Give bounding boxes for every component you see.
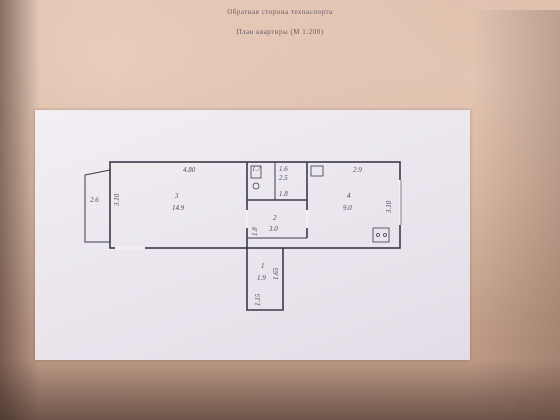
shadow-left: [0, 0, 40, 420]
balcony-outline: [84, 169, 111, 243]
corridor-area: 1.9: [257, 274, 266, 282]
hall-number: 2: [273, 214, 277, 222]
dim-room1-left: 3.10: [113, 193, 121, 207]
stove-fixture: [372, 227, 390, 243]
dim-hall-left: 1.8: [251, 227, 259, 236]
header-subtitle: План квартиры (М 1:200): [236, 28, 324, 36]
corridor-number: 1: [261, 262, 265, 270]
header-title: Обратная сторона техпаспорта: [227, 8, 333, 16]
room2-number: 4: [347, 192, 351, 200]
wc-area: 1.8: [279, 190, 288, 198]
room1-number: 3: [174, 192, 179, 200]
shadow-bottom: [0, 360, 560, 420]
dim-room2-top: 2.9: [353, 166, 362, 174]
plan-walls: [84, 161, 401, 311]
room2-area: 9.0: [343, 204, 352, 212]
corridor-outline: [246, 248, 284, 311]
dim-corridor-bottom: 1.15: [254, 293, 262, 306]
sink-fixture: [250, 165, 262, 179]
paper-fold: [470, 10, 560, 420]
dim-room1-top: 4.80: [183, 166, 196, 174]
toilet-fixture: [252, 182, 260, 190]
hall-area: 3.0: [268, 225, 278, 233]
kitchen-sink: [310, 165, 324, 177]
dim-corridor-side: 1.65: [272, 267, 280, 280]
dim-room2-right: 3.10: [385, 200, 393, 214]
dim-bath-top: 1.7: [252, 165, 261, 173]
corner-mark: 999: [505, 404, 516, 410]
dim-balcony: 2.6: [90, 196, 99, 204]
room1-area: 14.9: [172, 204, 185, 212]
dim-bath-right: 1.6: [279, 165, 288, 173]
plan-fixtures: [115, 165, 402, 250]
plan-sheet: 4.80 3.10 3 14.9 2.6 1.7 2.5 1.6 1.8 2 3…: [35, 110, 470, 360]
dim-bath-side: 2.5: [279, 174, 288, 182]
floor-plan: 4.80 3.10 3 14.9 2.6 1.7 2.5 1.6 1.8 2 3…: [84, 161, 402, 311]
